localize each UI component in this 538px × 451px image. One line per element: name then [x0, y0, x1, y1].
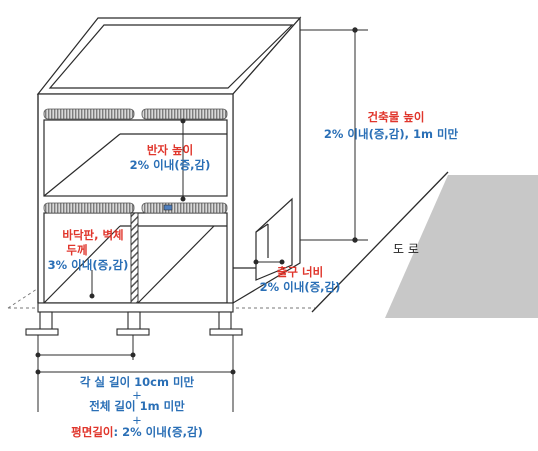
slab-marker [163, 204, 173, 211]
entrance-edge [255, 223, 269, 233]
footing-left [39, 311, 53, 331]
plus-sign-2: + [132, 413, 142, 427]
room-length-label: 각 실 길이 10cm 미만 [79, 375, 195, 389]
room-length-dot-left [35, 352, 41, 358]
footing-middle-base [116, 328, 150, 336]
slab-upper-right [141, 108, 228, 120]
road-edge-line [311, 171, 449, 313]
thickness-leader-dot [89, 293, 95, 299]
plus-sign-1: + [132, 388, 142, 402]
lower-room-right-floor [137, 225, 215, 304]
exit-width-dot-left [253, 259, 259, 265]
footing-left-base [25, 328, 59, 336]
upper-room [43, 119, 228, 197]
foundation-beam [37, 302, 234, 313]
slab-upper-left [43, 108, 135, 120]
exit-width-dot-right [279, 259, 285, 265]
footing-right-base [209, 328, 243, 336]
building-height-title: 건축물 높이 [367, 110, 425, 124]
road-area [385, 175, 538, 318]
slab-lower-left [43, 202, 135, 214]
exit-width-value: 2% 이내(증,감) [259, 280, 341, 294]
story-height-dot-bottom [180, 196, 186, 202]
thickness-title-line1: 바닥판, 벽체 [62, 228, 124, 242]
upper-room-floor-edge [43, 133, 121, 197]
total-length-dot-left [35, 369, 41, 375]
thickness-value: 3% 이내(증,감) [47, 258, 129, 272]
plan-length-label: 평면길이: 2% 이내(증,감) [71, 425, 203, 439]
ground-line-diagonal [7, 286, 41, 309]
lower-room-floor-edge [43, 225, 121, 304]
partition-wall [130, 212, 139, 304]
building-height-value: 2% 이내(증,감), 1m 미만 [323, 127, 459, 141]
building-height-dot-bottom [352, 237, 358, 243]
plan-length-value: : 2% 이내(증,감) [113, 425, 203, 439]
footing-middle [127, 311, 141, 331]
slab-lower-right [141, 202, 228, 214]
story-height-dot-top [180, 118, 186, 124]
thickness-title-line2: 두께 [66, 243, 88, 257]
roof-inner [48, 24, 294, 89]
story-height-value: 2% 이내(증,감) [129, 158, 211, 172]
exit-width-title: 출구 너비 [276, 265, 324, 279]
room-length-dot-right [130, 352, 136, 358]
road-label: 도 로 [393, 242, 419, 256]
plan-length-title: 평면길이 [71, 425, 114, 439]
total-length-label: 전체 길이 1m 미만 [89, 399, 185, 413]
total-length-dot-right [230, 369, 236, 375]
building-height-dot-top [352, 27, 358, 33]
story-height-title: 반자 높이 [146, 143, 194, 157]
footing-right [218, 311, 232, 331]
